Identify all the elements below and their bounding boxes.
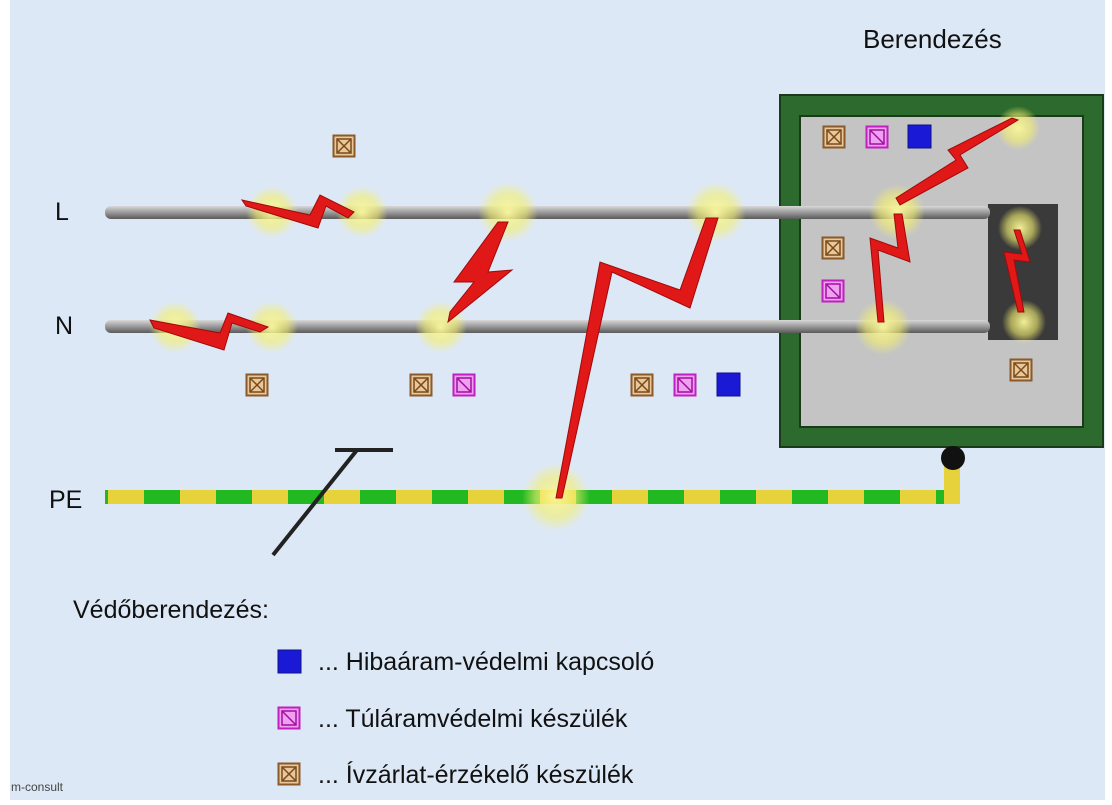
watermark: m-consult [11, 780, 64, 794]
equipment-cabinet [779, 94, 1104, 448]
line-label-l: L [55, 198, 69, 226]
rcd-icon [716, 372, 741, 397]
legend-item-rcd: ... Hibaáram-védelmi kapcsoló [278, 648, 654, 676]
arc-detector-icon [630, 373, 654, 397]
legend-title: Védőberendezés: [73, 596, 269, 624]
overcurrent-icon [821, 279, 845, 303]
arc-detector-icon [822, 125, 846, 149]
arc-detector-icon [245, 373, 269, 397]
fault-glows [149, 106, 1046, 531]
legend-item-arc-detector: ... Ívzárlat-érzékelő készülék [278, 761, 633, 789]
wire-N [105, 320, 990, 333]
line-label-n: N [55, 312, 74, 340]
arc-detector-icon [1009, 358, 1033, 382]
pe-break-symbol [271, 448, 393, 557]
overcurrent-icon [673, 373, 697, 397]
arc-detector-icon [821, 236, 845, 260]
line-label-pe: PE [49, 486, 83, 514]
legend-label: ... Hibaáram-védelmi kapcsoló [318, 647, 655, 676]
arc-faults [149, 117, 1031, 499]
equipment-title: Berendezés [863, 24, 1002, 54]
arc-detector-icon [332, 134, 356, 158]
arc-detector-icon [409, 373, 433, 397]
rcd-icon [907, 124, 932, 149]
wire-L [105, 206, 990, 219]
legend-item-overcurrent: ... Túláramvédelmi készülék [278, 705, 627, 733]
overcurrent-icon [452, 373, 476, 397]
legend-label: ... Túláramvédelmi készülék [318, 704, 628, 733]
overcurrent-icon [865, 125, 889, 149]
legend-label: ... Ívzárlat-érzékelő készülék [318, 760, 634, 789]
